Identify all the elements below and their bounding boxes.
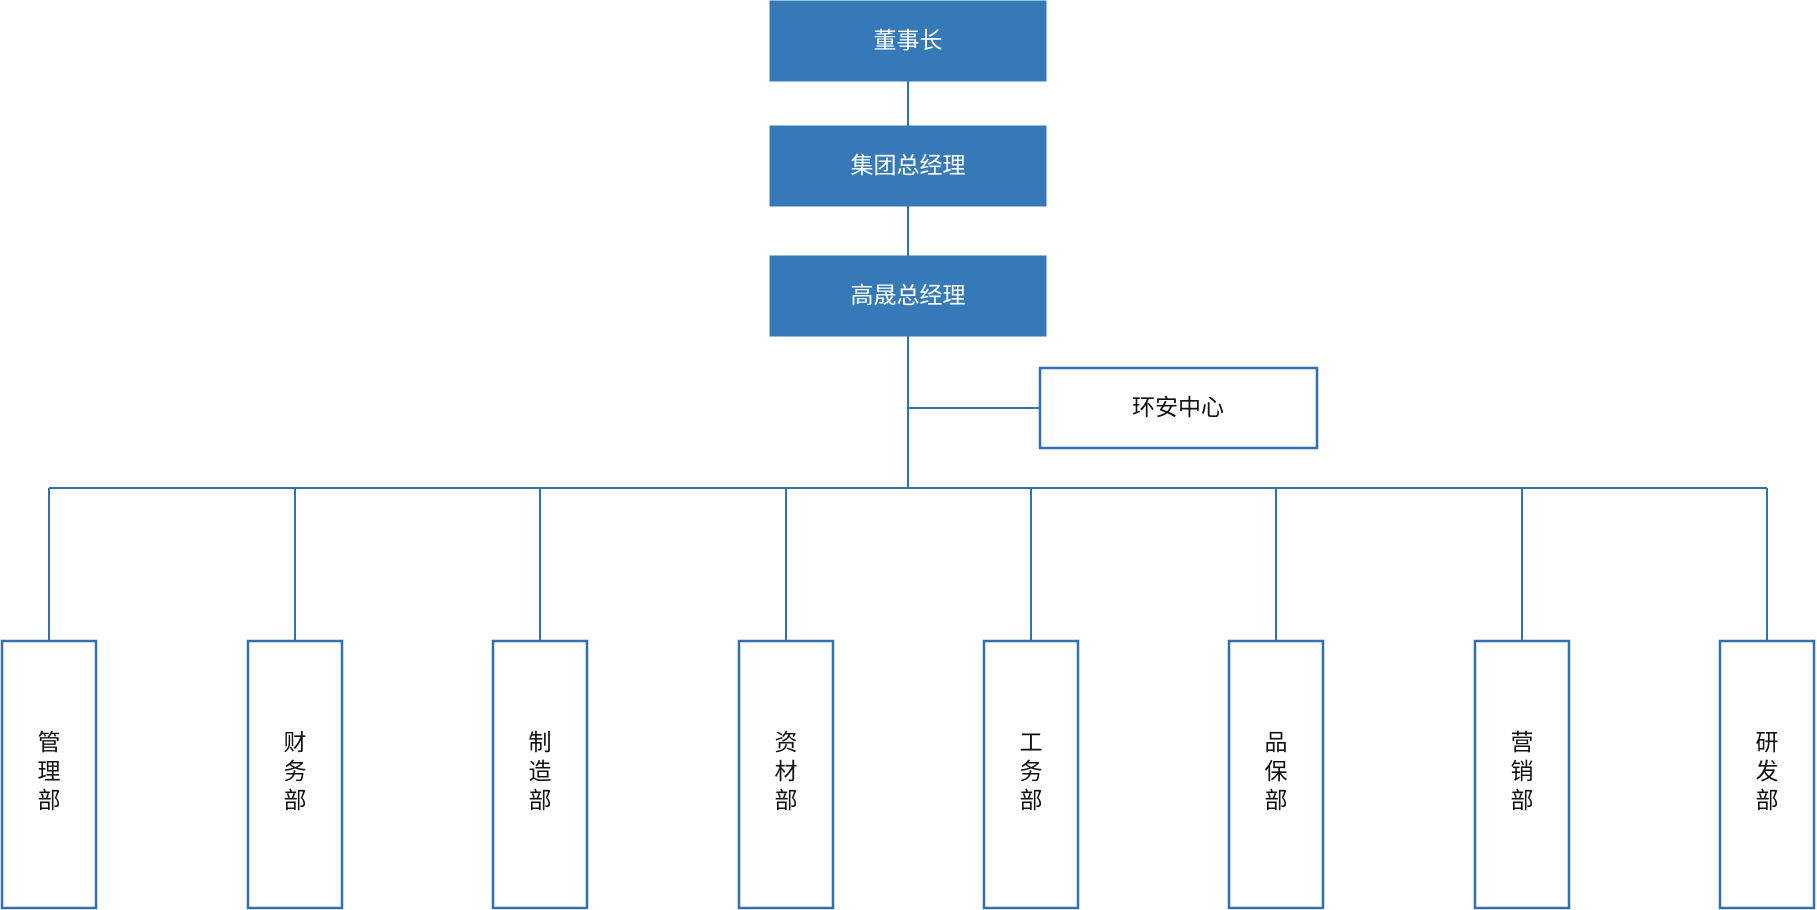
department-label-char: 部 bbox=[1511, 788, 1534, 814]
department-box bbox=[246, 639, 344, 910]
department-box bbox=[1473, 639, 1571, 910]
department-label-char: 材 bbox=[775, 759, 798, 785]
department-node-2: 财务部 bbox=[246, 639, 344, 910]
department-label-char: 财 bbox=[284, 730, 307, 756]
department-box bbox=[982, 639, 1080, 910]
department-node-4: 资材部 bbox=[737, 639, 835, 910]
department-node-1: 管理部 bbox=[0, 639, 98, 910]
department-node-6: 品保部 bbox=[1227, 639, 1325, 910]
department-label-char: 造 bbox=[529, 759, 552, 785]
department-label-char: 部 bbox=[284, 788, 307, 814]
department-box bbox=[491, 639, 589, 910]
department-node-8: 研发部 bbox=[1718, 639, 1816, 910]
connector-lines bbox=[48, 80, 1768, 641]
department-label-char: 务 bbox=[284, 759, 307, 785]
department-label-char: 资 bbox=[775, 730, 798, 756]
node-gaosheng-gm-label: 高晟总经理 bbox=[851, 283, 966, 309]
node-ehs-center-label: 环安中心 bbox=[1132, 395, 1224, 421]
department-label-char: 部 bbox=[1756, 788, 1779, 814]
department-label-char: 理 bbox=[38, 759, 61, 785]
department-label-char: 部 bbox=[1265, 788, 1288, 814]
node-chairman-label: 董事长 bbox=[874, 28, 943, 54]
department-box bbox=[1227, 639, 1325, 910]
department-label-char: 品 bbox=[1265, 730, 1288, 756]
department-label-char: 管 bbox=[38, 730, 61, 756]
department-label-char: 务 bbox=[1020, 759, 1043, 785]
department-label-char: 部 bbox=[775, 788, 798, 814]
node-gaosheng-gm: 高晟总经理 bbox=[769, 255, 1047, 337]
department-box bbox=[737, 639, 835, 910]
node-ehs-center: 环安中心 bbox=[1038, 366, 1319, 450]
department-label-char: 工 bbox=[1020, 730, 1043, 756]
department-node-3: 制造部 bbox=[491, 639, 589, 910]
department-node-7: 营销部 bbox=[1473, 639, 1571, 910]
node-group-gm-label: 集团总经理 bbox=[851, 153, 966, 179]
department-label-char: 销 bbox=[1511, 759, 1534, 785]
department-label-char: 营 bbox=[1511, 730, 1534, 756]
department-label-char: 保 bbox=[1265, 759, 1288, 785]
department-label-char: 部 bbox=[1020, 788, 1043, 814]
department-node-5: 工务部 bbox=[982, 639, 1080, 910]
department-label-char: 部 bbox=[38, 788, 61, 814]
node-group-gm: 集团总经理 bbox=[769, 125, 1047, 207]
node-chairman: 董事长 bbox=[769, 0, 1047, 82]
department-box bbox=[0, 639, 98, 910]
department-label-char: 制 bbox=[529, 730, 552, 756]
department-box bbox=[1718, 639, 1816, 910]
department-label-char: 部 bbox=[529, 788, 552, 814]
department-label-char: 发 bbox=[1756, 759, 1779, 785]
department-label-char: 研 bbox=[1756, 730, 1779, 756]
